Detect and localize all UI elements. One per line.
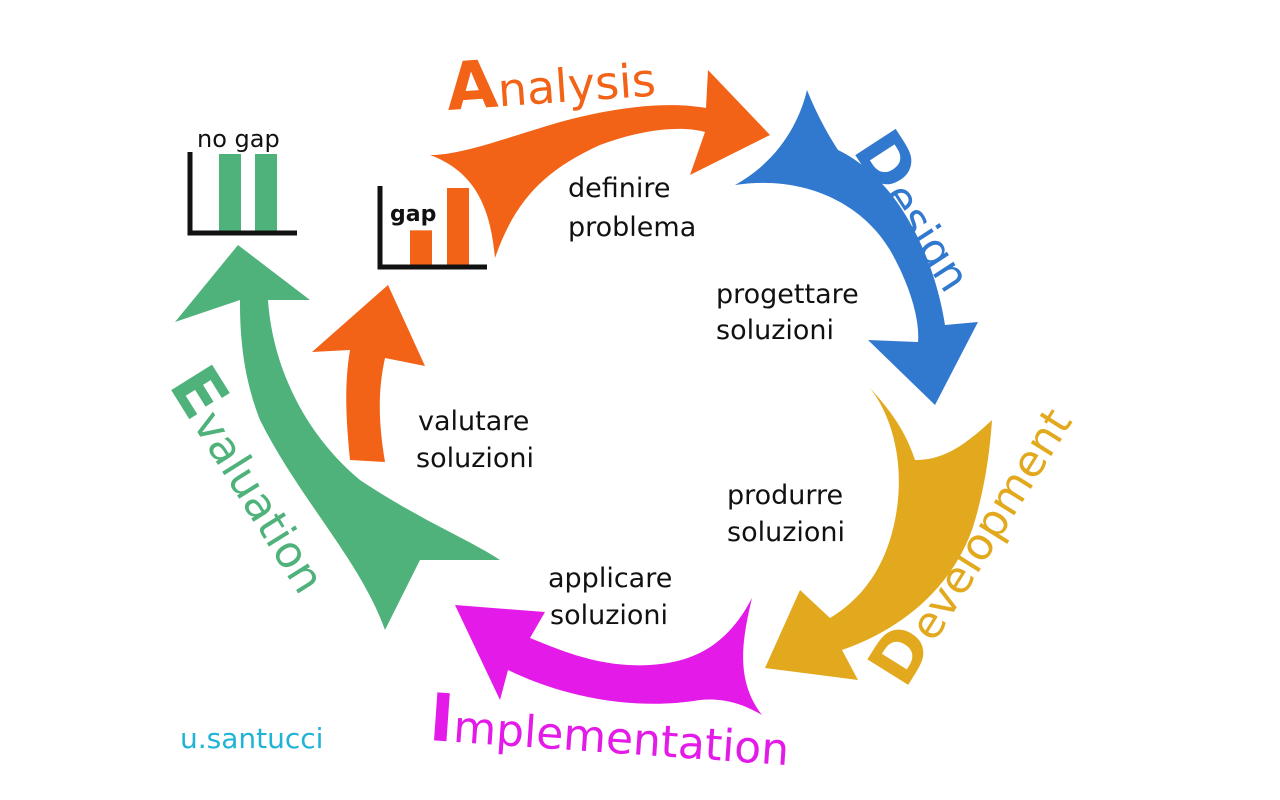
analysis-description-line: definire	[568, 173, 671, 204]
implementation-description: applicare soluzioni	[548, 563, 681, 631]
no-gap-chart-bar	[255, 154, 277, 231]
gap-chart-bar	[447, 188, 469, 265]
implementation-rest: mplementation	[452, 702, 791, 776]
analysis-rest: nalysis	[496, 53, 657, 118]
author-credit: u.santucci	[180, 722, 324, 755]
development-description-line: produrre	[727, 480, 843, 511]
design-description-line: soluzioni	[716, 315, 834, 346]
analysis-arrow	[430, 70, 770, 258]
analysis-description-line: problema	[568, 212, 696, 243]
development-description: produrre soluzioni	[727, 480, 852, 548]
design-description-line: progettare	[716, 279, 859, 310]
evaluation-description-line: soluzioni	[416, 443, 534, 474]
design-description: progettare soluzioni	[716, 279, 867, 346]
no-gap-chart: no gap	[187, 125, 297, 236]
development-description-line: soluzioni	[727, 517, 845, 548]
development-arrow	[765, 388, 992, 680]
implementation-initial: I	[427, 679, 457, 758]
evaluation-description: valutare soluzioni	[416, 406, 538, 474]
analysis-description: definire problema	[568, 173, 696, 243]
implementation-description-line: soluzioni	[550, 600, 668, 631]
analysis-title: Analysis	[444, 35, 658, 126]
no-gap-chart-axis	[187, 152, 297, 236]
gap-chart-axis	[377, 186, 487, 270]
evaluation-arrow	[175, 245, 500, 630]
analysis-initial: A	[444, 46, 500, 126]
implementation-description-line: applicare	[548, 563, 672, 594]
gap-chart-bar	[410, 230, 432, 265]
evaluation-feedback-arrow	[312, 285, 425, 462]
development-title: Development	[853, 389, 1086, 699]
implementation-arrow	[455, 598, 762, 715]
no-gap-chart-bar	[219, 154, 241, 231]
evaluation-description-line: valutare	[418, 406, 529, 437]
no-gap-chart-label: no gap	[197, 125, 280, 153]
gap-chart: gap	[377, 186, 487, 270]
design-arrow	[735, 90, 978, 405]
gap-chart-label: gap	[390, 202, 436, 227]
